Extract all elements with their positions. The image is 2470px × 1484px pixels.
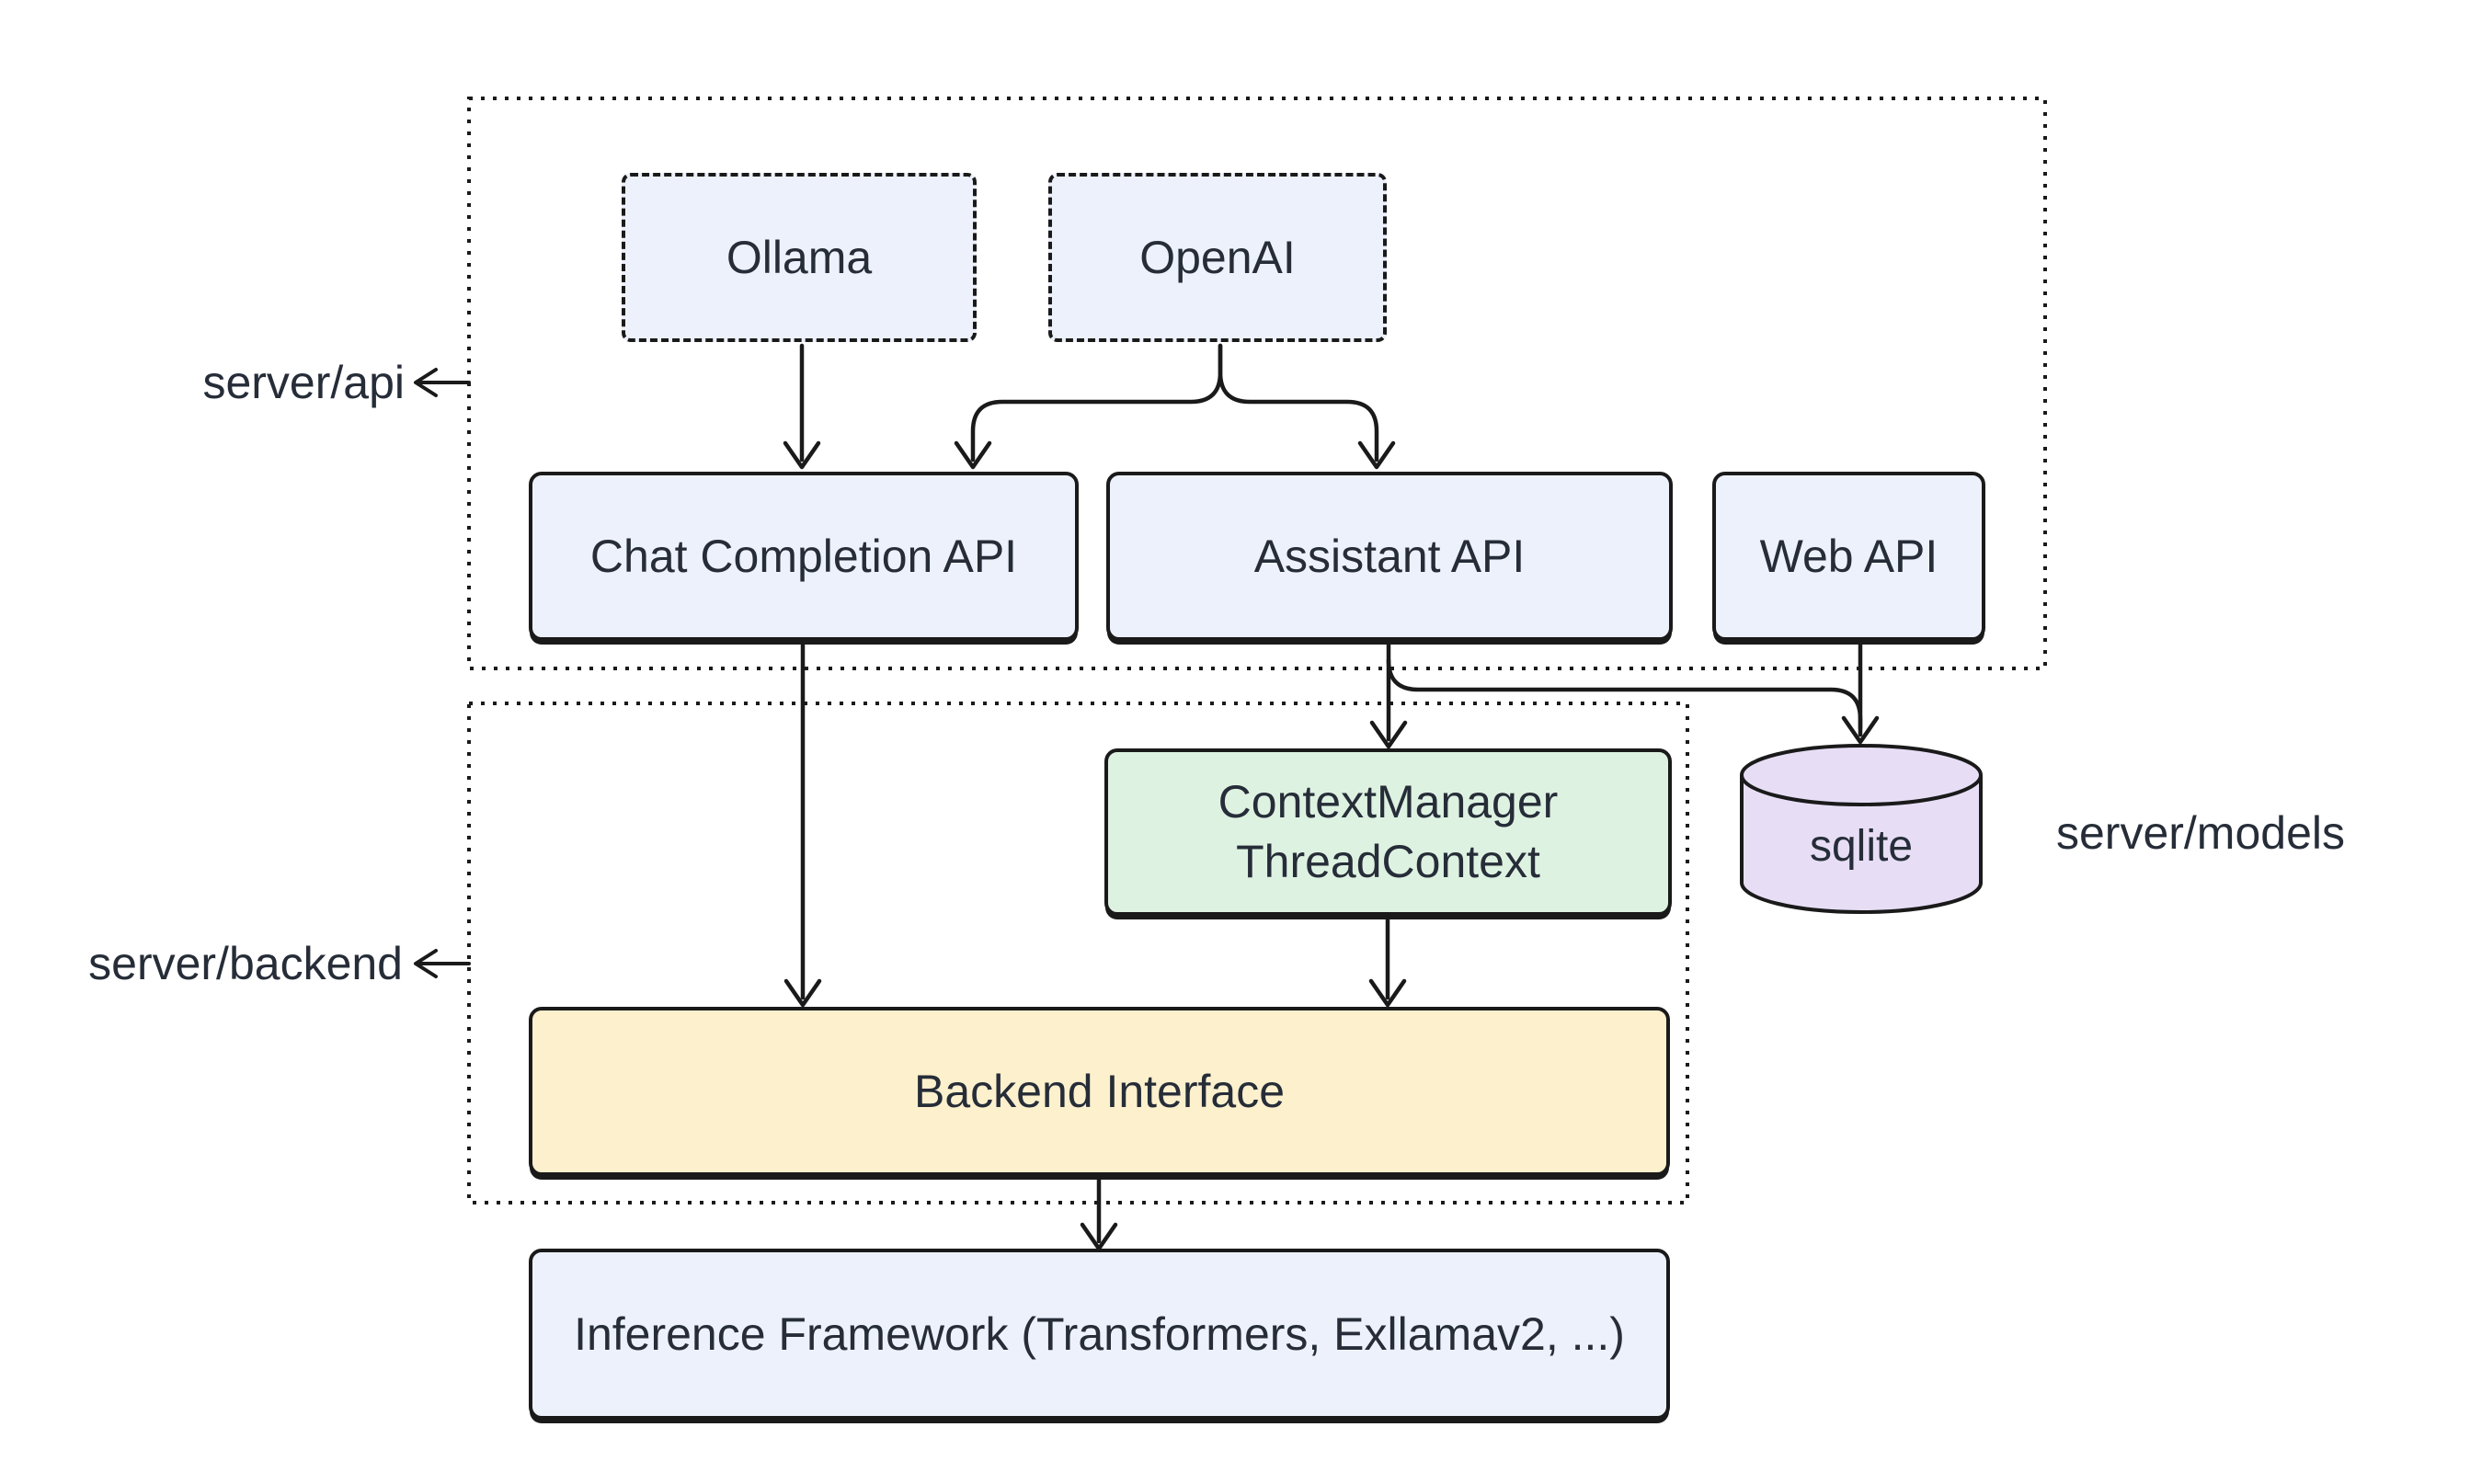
node-backend-interface-label: Backend Interface xyxy=(913,1065,1286,1117)
node-ollama-label: Ollama xyxy=(726,231,873,283)
node-chat-completion-api-label: Chat Completion API xyxy=(589,530,1018,582)
group-label-server-models: server/models xyxy=(2056,807,2345,859)
node-context-manager-label-line1: ContextManager xyxy=(1218,776,1559,828)
arrowhead-assistant-api-from-openai xyxy=(1357,440,1396,470)
node-chat-completion-api: Chat Completion API xyxy=(529,472,1079,641)
node-inference-framework: Inference Framework (Transformers, Exlla… xyxy=(529,1249,1670,1420)
edge-openai-to-chat-api xyxy=(970,343,1223,462)
arrowhead-sqlite-from-web-api xyxy=(1841,715,1880,745)
node-openai-label: OpenAI xyxy=(1139,231,1296,283)
sqlite-cylinder xyxy=(1740,744,1983,914)
node-backend-interface: Backend Interface xyxy=(529,1007,1670,1176)
arrowhead-chat-api-from-openai xyxy=(954,440,992,470)
arrowhead-chat-api-from-ollama xyxy=(783,440,821,470)
edge-assistant-api-to-sqlite xyxy=(1386,657,1863,731)
server-api-label-arrow xyxy=(414,368,471,397)
group-label-server-api: server/api xyxy=(202,357,405,408)
node-web-api-label: Web API xyxy=(1759,530,1938,582)
group-label-server-backend: server/backend xyxy=(88,938,403,989)
node-ollama: Ollama xyxy=(622,173,977,342)
node-openai: OpenAI xyxy=(1048,173,1387,342)
arrowhead-backend-interface-from-chat-api xyxy=(783,978,822,1008)
arrowhead-backend-interface-from-context-manager xyxy=(1368,978,1407,1008)
node-assistant-api: Assistant API xyxy=(1106,472,1673,641)
node-inference-framework-label: Inference Framework (Transformers, Exlla… xyxy=(574,1307,1625,1360)
edge-openai-to-assistant-api xyxy=(1218,343,1379,462)
arrowhead-context-manager-from-assistant-api xyxy=(1369,720,1408,749)
node-context-manager-label-line2: ThreadContext xyxy=(1236,836,1540,887)
server-backend-label-arrow xyxy=(414,949,471,978)
node-web-api: Web API xyxy=(1712,472,1985,641)
node-sqlite-label: sqlite xyxy=(1809,821,1914,871)
node-assistant-api-label: Assistant API xyxy=(1253,530,1526,582)
node-context-manager: ContextManager ThreadContext xyxy=(1104,748,1672,916)
